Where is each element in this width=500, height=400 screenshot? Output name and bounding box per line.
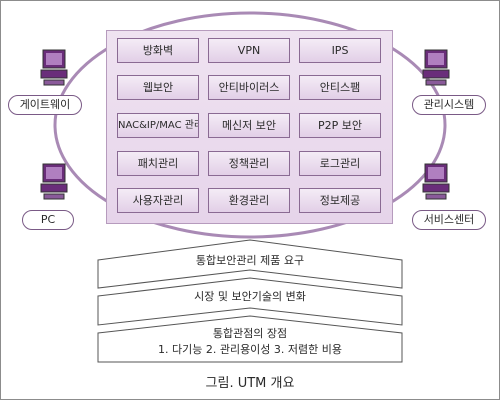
cell-information-service: 정보제공 (299, 188, 381, 213)
service-center-computer-icon (422, 163, 450, 200)
cell-web-security: 웹보안 (117, 75, 199, 100)
band-bottom-shape (97, 315, 403, 363)
cell-log-management: 로그관리 (299, 151, 381, 176)
cell-messenger-security: 메신저 보안 (208, 113, 290, 138)
node-label-gateway: 게이트웨이 (8, 95, 82, 115)
management-system-computer-icon (422, 49, 450, 86)
cell-p2p-security: P2P 보안 (299, 113, 381, 138)
node-label-pc: PC (22, 210, 74, 230)
utm-function-grid: 방화벽 VPN IPS 웹보안 안티바이러스 안티스팸 NAC&IP/MAC 관… (106, 30, 393, 224)
cell-antivirus: 안티바이러스 (208, 75, 290, 100)
cell-firewall: 방화벽 (117, 38, 199, 63)
cell-vpn: VPN (208, 38, 290, 63)
band-bottom-title: 통합관점의 장점 (212, 327, 288, 340)
pc-computer-icon (40, 163, 68, 200)
node-label-service-center: 서비스센터 (412, 210, 486, 230)
band-middle-shape (97, 277, 403, 326)
cell-nac: NAC&IP/MAC 관리 (117, 113, 199, 138)
band-top-shape (97, 239, 403, 289)
figure-caption: 그림. UTM 개요 (205, 376, 295, 391)
cell-user-management: 사용자관리 (117, 188, 199, 213)
band-top-text: 통합보안관리 제품 요구 (195, 254, 305, 267)
node-label-management-system: 관리시스템 (412, 95, 486, 115)
gateway-computer-icon (40, 49, 68, 86)
band-middle-text: 시장 및 보안기술의 변화 (194, 290, 306, 303)
cell-ips: IPS (299, 38, 381, 63)
cell-antispam: 안티스팸 (299, 75, 381, 100)
cell-policy-management: 정책관리 (208, 151, 290, 176)
cell-patch-management: 패치관리 (117, 151, 199, 176)
band-bottom-details: 1. 다기능 2. 관리용이성 3. 저렴한 비용 (157, 343, 343, 356)
cell-environment-management: 환경관리 (208, 188, 290, 213)
network-ellipse (53, 11, 447, 239)
